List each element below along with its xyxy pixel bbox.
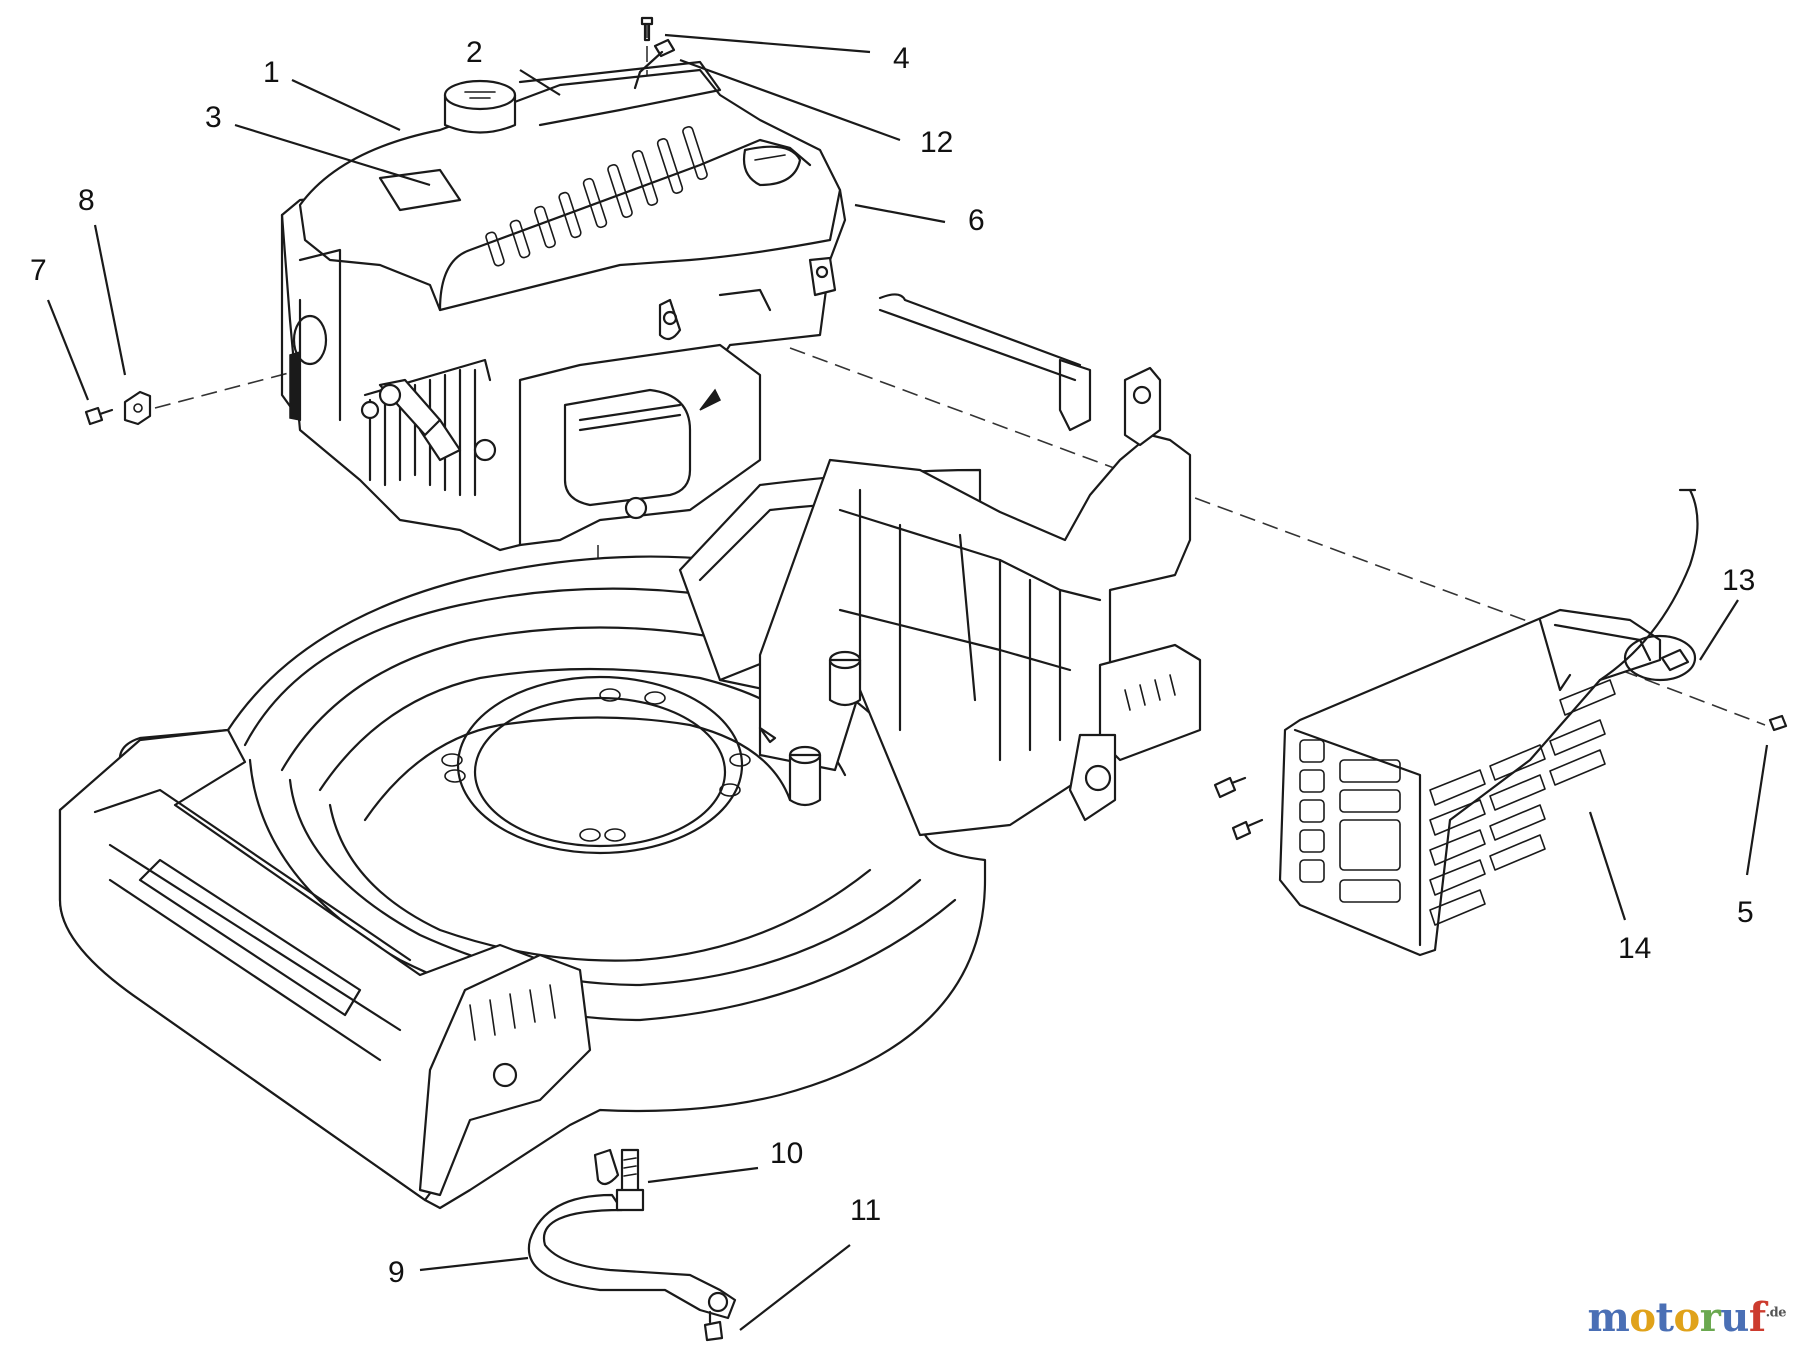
wm-letter: m (1587, 1294, 1630, 1341)
callout-14: 14 (1618, 932, 1651, 965)
height-adjust-lever (527, 1148, 737, 1342)
wm-suffix: .de (1765, 1305, 1787, 1321)
wm-letter: o (1673, 1294, 1701, 1341)
guard-grille (1299, 679, 1616, 926)
callout-7: 7 (30, 254, 47, 287)
fuel-cap (443, 79, 517, 134)
discharge-guard (1213, 488, 1788, 957)
callout-4: 4 (893, 42, 910, 75)
callout-labels: 1 2 3 4 12 6 8 7 13 5 14 10 9 11 (30, 36, 1755, 1289)
wm-letter: r (1699, 1294, 1721, 1341)
callout-3: 3 (205, 101, 222, 134)
callout-6: 6 (968, 204, 985, 237)
callout-2: 2 (466, 36, 483, 69)
wm-letter: o (1629, 1294, 1656, 1341)
callout-1: 1 (263, 56, 280, 89)
mount-bolt-holes (441, 688, 751, 842)
cooling-vents (485, 126, 708, 267)
watermark-logo: motoruf.de (1587, 1294, 1787, 1341)
callout-5: 5 (1737, 896, 1754, 929)
callout-8: 8 (78, 184, 95, 217)
air-filter-housing (518, 343, 762, 547)
hardware-bolts (84, 16, 676, 426)
wm-letter: t (1655, 1294, 1674, 1341)
mower-deck-housing (58, 293, 1202, 1210)
callout-12: 12 (920, 126, 953, 159)
callout-13: 13 (1722, 564, 1755, 597)
engine-assembly (280, 60, 847, 552)
callout-9: 9 (388, 1256, 405, 1289)
wm-letter: u (1720, 1294, 1749, 1341)
callout-leaders (46, 33, 1769, 1331)
callout-11: 11 (850, 1194, 881, 1227)
callout-10: 10 (770, 1137, 803, 1170)
wm-letter: f (1748, 1294, 1766, 1341)
